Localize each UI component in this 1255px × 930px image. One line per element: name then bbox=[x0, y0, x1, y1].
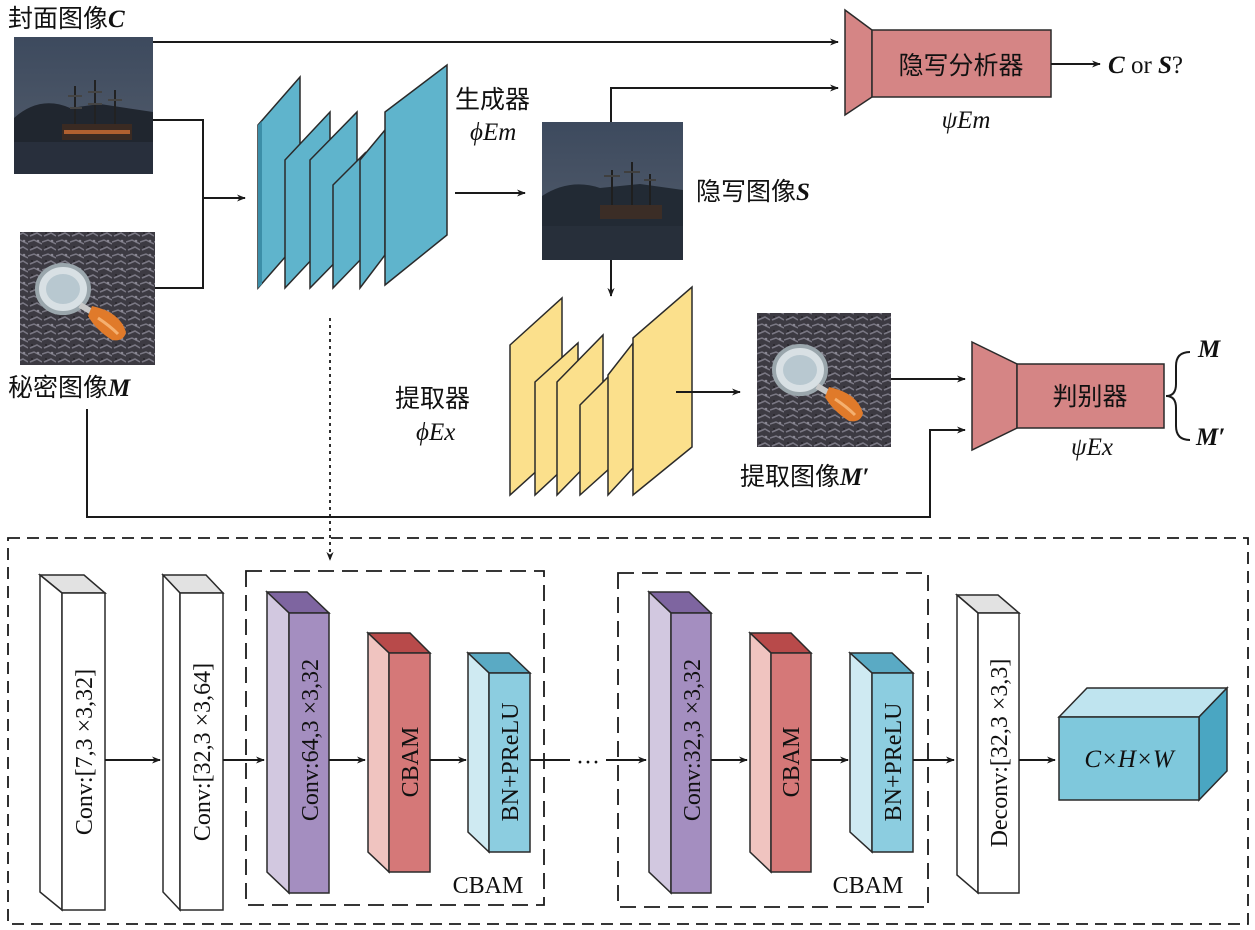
cbam2-block: CBAM bbox=[748, 631, 813, 874]
cbam-group-1-label: CBAM bbox=[453, 873, 524, 899]
bn2-label: BN+PReLU bbox=[881, 703, 907, 822]
extractor-symbol: ϕEx bbox=[416, 419, 455, 446]
cbam-group-1-border bbox=[245, 570, 545, 906]
deconv-label: Deconv:[32,3 ×3,3] bbox=[987, 659, 1013, 848]
cbam1-block: CBAM bbox=[366, 631, 432, 874]
detail-panel-border bbox=[7, 537, 1249, 925]
output-brace bbox=[1165, 351, 1191, 441]
bn1-label: BN+PReLU bbox=[498, 703, 524, 822]
steganalyzer-output: C or S? bbox=[1108, 52, 1183, 79]
steganalyzer-label: 隐写分析器 bbox=[898, 51, 1023, 80]
secret-image-label: 秘密图像M bbox=[8, 373, 131, 402]
stego-image bbox=[542, 122, 683, 260]
conv3-label: Conv:64,3 ×3,32 bbox=[298, 659, 324, 821]
steganalyzer-symbol: ψEm bbox=[942, 107, 991, 134]
conv4-label: Conv:32,3 ×3,32 bbox=[680, 659, 706, 821]
extracted-image-label: 提取图像M′ bbox=[740, 462, 869, 491]
cbam1-label: CBAM bbox=[398, 727, 424, 798]
generator-block bbox=[257, 63, 448, 291]
output-cube: C×H×W bbox=[1057, 686, 1229, 802]
conv1-block: Conv:[7,3 ×3,32] bbox=[37, 573, 108, 912]
generator-symbol: ϕEm bbox=[470, 119, 516, 146]
secret-to-discriminator-line bbox=[86, 409, 966, 518]
conv1-label: Conv:[7,3 ×3,32] bbox=[72, 669, 98, 835]
cover-image bbox=[14, 37, 153, 174]
discriminator-output-m-prime: M′ bbox=[1195, 424, 1225, 451]
discriminator-block: 判别器 bbox=[971, 340, 1165, 452]
stego-image-label: 隐写图像S bbox=[696, 177, 810, 206]
steganalyzer-block: 隐写分析器 bbox=[844, 8, 1052, 117]
secret-image bbox=[20, 232, 155, 365]
bn2-block: BN+PReLU bbox=[848, 651, 915, 854]
cover-to-generator-line bbox=[153, 119, 204, 198]
cbam-group-2-border bbox=[617, 572, 929, 908]
conv2-block: Conv:[32,3 ×3,64] bbox=[161, 573, 225, 912]
discriminator-output-m: M bbox=[1197, 336, 1221, 363]
generator-label: 生成器 bbox=[455, 85, 530, 114]
discriminator-label: 判别器 bbox=[1052, 382, 1127, 411]
conv2-label: Conv:[32,3 ×3,64] bbox=[190, 663, 216, 841]
secret-to-generator-line bbox=[155, 198, 204, 289]
extracted-image bbox=[757, 313, 891, 447]
extractor-label: 提取器 bbox=[395, 384, 470, 413]
conv3-block: Conv:64,3 ×3,32 bbox=[265, 590, 331, 895]
discriminator-symbol: ψEx bbox=[1071, 434, 1113, 461]
cover-image-label: 封面图像C bbox=[8, 4, 125, 33]
extractor-block bbox=[509, 285, 693, 497]
cbam-group-2-label: CBAM bbox=[833, 873, 904, 899]
cbam2-label: CBAM bbox=[779, 727, 805, 798]
output-dimensions-label: C×H×W bbox=[1084, 746, 1175, 773]
ellipsis: ··· bbox=[576, 750, 600, 776]
deconv-block: Deconv:[32,3 ×3,3] bbox=[954, 593, 1022, 895]
conv4-block: Conv:32,3 ×3,32 bbox=[647, 590, 713, 895]
stego-to-steganalyzer-arrow bbox=[610, 84, 839, 122]
bn1-block: BN+PReLU bbox=[466, 651, 532, 854]
